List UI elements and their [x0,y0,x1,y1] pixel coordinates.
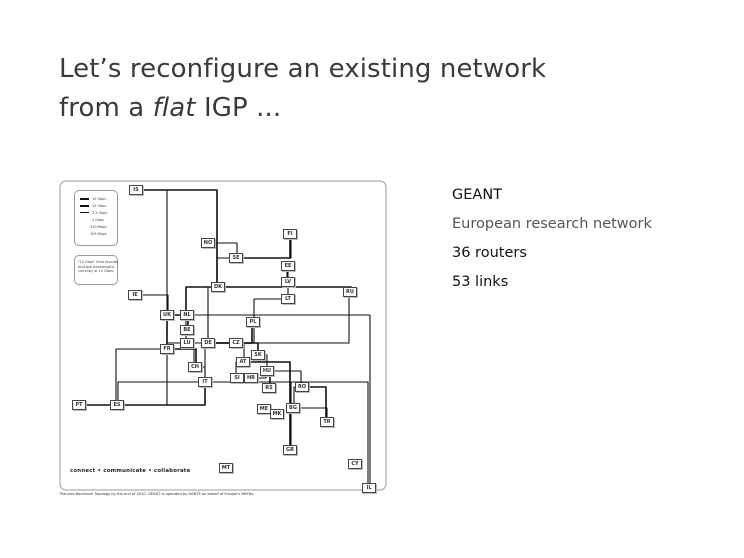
router-node-rs: RS [262,383,276,393]
bandwidth-legend: 10 Gbps 10 Gbps 2.5 Gbps 1 Gbps 310 Mbps… [74,190,118,246]
link-it-il [205,381,369,488]
router-node-mt: MT [219,463,233,473]
legend-item-5: 310 Mbps [90,225,107,229]
router-node-cz: CZ [229,338,243,348]
router-node-it: IT [198,377,212,387]
router-node-me: ME [257,404,271,414]
router-node-be: BE [180,325,194,335]
router-node-se: SE [229,253,243,263]
router-node-hr: HR [244,373,258,383]
router-node-ru: RU [343,287,357,297]
router-node-hu: HU [260,366,274,376]
router-node-lt: LT [281,294,295,304]
link-is-uk [136,189,168,315]
wavelength-note: "10 Gbps" lines provide multiple wavelen… [78,260,118,273]
link-ro-tr [302,386,327,422]
slide-title: Let’s reconfigure an existing network fr… [59,50,546,128]
router-node-ee: EE [281,261,295,271]
router-node-cy: CY [348,459,362,469]
router-node-no: NO [201,238,215,248]
title-line-2-prefix: from a [59,93,153,123]
link-fr-ch [167,348,197,367]
link-es-it [117,382,206,406]
router-node-is: IS [129,185,143,195]
router-node-de: DE [201,338,215,348]
router-node-fr: FR [160,344,174,354]
title-line-1: Let’s reconfigure an existing network [59,54,547,84]
router-node-es: ES [110,400,124,410]
legend-line-thin [80,212,89,214]
router-node-nl: NL [180,310,194,320]
title-line-2-suffix: IGP ... [195,93,282,123]
router-node-bg: BG [286,403,300,413]
legend-item-3: 2.5 Gbps [92,210,108,215]
link-uk-il [167,314,371,488]
router-node-il: IL [362,483,376,493]
router-node-fi: FI [283,229,297,239]
link-fr-es [115,348,167,405]
link-se-fi [236,234,292,259]
network-name: GEANT [452,187,503,203]
link-nl-de [187,314,209,343]
router-node-tr: TR [320,417,334,427]
link-lt-pl [253,298,288,322]
router-node-ro: RO [295,382,309,392]
router-node-mk: MK [270,409,284,419]
link-de-at [208,342,245,362]
link-ie-uk [135,294,169,315]
router-node-sk: SK [251,350,265,360]
router-node-dk: DK [211,282,225,292]
network-description: European research network [452,216,652,232]
router-node-ch: CH [188,362,202,372]
legend-item-4: 1 Gbps [92,218,104,222]
router-node-lu: LU [180,338,194,348]
legend-item-1: 10 Gbps [92,196,107,201]
legend-line-thick [80,198,89,201]
link-dk-nl [185,286,218,315]
router-node-pt: PT [72,400,86,410]
legend-item-6: 155 Mbps [90,232,107,236]
wavelength-note-box: "10 Gbps" lines provide multiple wavelen… [74,255,118,285]
legend-line-medium [80,205,89,207]
network-info-list: GEANT European research network 36 route… [452,183,652,299]
tagline: connect • communicate • collaborate [70,468,191,474]
link-count: 53 links [452,274,509,290]
figure-caption: Planned Backbone Topology by the end of … [60,492,255,496]
router-node-at: AT [236,357,250,367]
legend-item-2: 10 Gbps [92,203,107,208]
router-count: 36 routers [452,245,527,261]
router-node-si: SI [230,373,244,383]
router-node-uk: UK [160,310,174,320]
router-node-ie: IE [128,290,142,300]
title-emphasis: flat [152,93,196,123]
router-node-gr: GR [283,445,297,455]
link-it-es [117,381,205,405]
router-node-lv: LV [281,277,295,287]
link-hu-gr [267,370,291,450]
topology-links-layer [59,180,387,491]
map-frame [59,180,387,491]
router-node-pl: PL [246,317,260,327]
geant-topology-map: 10 Gbps 10 Gbps 2.5 Gbps 1 Gbps 310 Mbps… [58,180,388,505]
